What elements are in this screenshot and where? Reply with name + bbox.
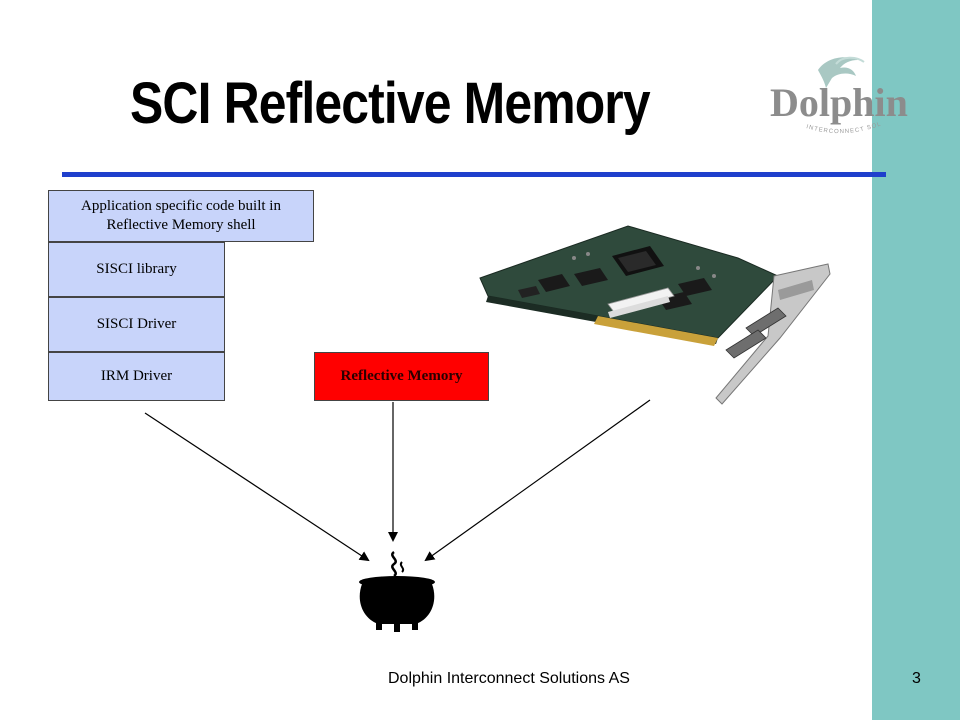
layer-sisci-driver: SISCI Driver [48, 297, 225, 352]
pci-adapter-card [479, 225, 831, 405]
reflective-memory-box: Reflective Memory [314, 352, 489, 401]
sidebar-band [872, 0, 960, 720]
cauldron-icon [359, 550, 435, 632]
page-number: 3 [912, 670, 921, 687]
logo-wordmark: Dolphin [770, 80, 908, 125]
layer-application: Application specific code built in Refle… [48, 190, 314, 242]
slide-title: SCI Reflective Memory [130, 71, 651, 136]
title-underline [62, 172, 886, 177]
layer-sisci-library: SISCI library [48, 242, 225, 297]
layer-irm-driver: IRM Driver [48, 352, 225, 401]
arrow-from-stack [144, 412, 370, 562]
footer-text: Dolphin Interconnect Solutions AS [388, 670, 630, 687]
dolphin-icon [818, 57, 858, 88]
arrow-from-card [424, 399, 651, 562]
dolphin-logo: Dolphin INTERCONNECT SOLUTIONS [766, 48, 908, 135]
